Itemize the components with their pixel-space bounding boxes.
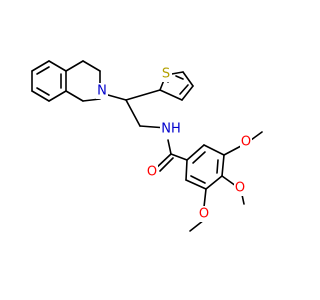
structure-diagram: N S NH O O O O: [31, 60, 263, 232]
atom-o-methoxy-mid: O: [235, 181, 245, 196]
atom-o-carbonyl: O: [147, 165, 157, 180]
atom-o-methoxy-top: O: [241, 135, 251, 150]
atom-labels: N S NH O O O O: [96, 66, 252, 222]
atom-o-methoxy-bottom: O: [199, 207, 209, 222]
bond-lines: [31, 60, 263, 232]
atom-nh-amide: NH: [161, 122, 181, 137]
atom-n-ring: N: [97, 84, 107, 99]
atom-s-thiophene: S: [162, 67, 170, 82]
